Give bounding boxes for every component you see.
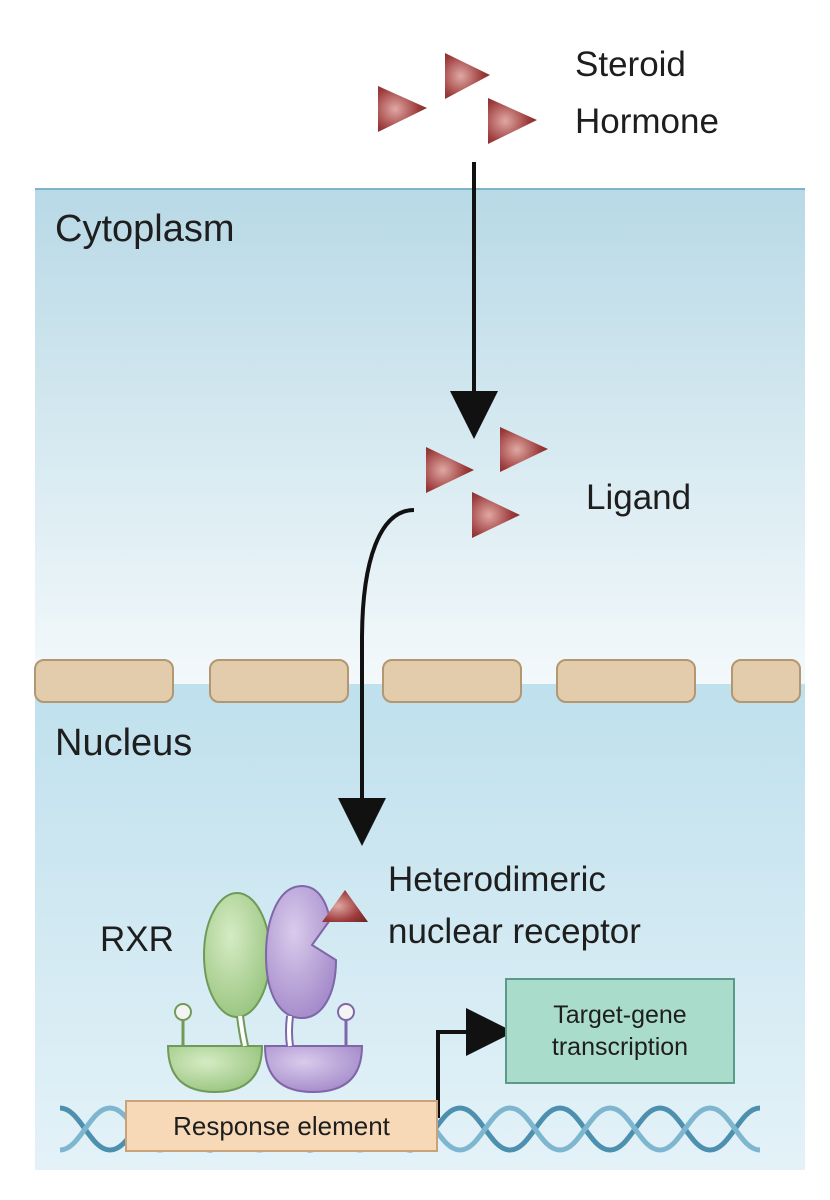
nuclear-import-arrow (338, 508, 415, 846)
rxr-ligand-binding-domain (203, 892, 271, 1018)
nuclear-pore-block (382, 659, 522, 703)
steroid-label: Steroid (575, 45, 686, 84)
ligand-triangle (472, 492, 520, 538)
rxr-hinge-core (238, 1015, 247, 1047)
target-gene-line2: transcription (551, 1033, 689, 1061)
target-gene-transcription-box: Target-gene transcription (505, 978, 735, 1084)
partner-hinge-core (287, 1015, 292, 1047)
partner-dna-binding-domain (263, 1045, 364, 1094)
rxr-knob (174, 1003, 192, 1021)
nuclear-receptor-label: nuclear receptor (388, 912, 641, 951)
response-element-box: Response element (125, 1100, 438, 1152)
rxr-label: RXR (100, 920, 174, 959)
nuclear-pore-block (34, 659, 174, 703)
steroid-hormone-molecules (378, 53, 537, 144)
hormone-triangle (378, 86, 427, 132)
hormone-triangle (445, 53, 490, 99)
nuclear-pore-block (209, 659, 349, 703)
response-element-label: Response element (173, 1110, 390, 1141)
ligand-triangle (500, 427, 548, 472)
nuclear-envelope (34, 659, 801, 703)
nucleus-region (35, 684, 805, 1170)
hormone-triangle (488, 98, 537, 144)
ligand-label: Ligand (586, 478, 692, 517)
nucleus-label: Nucleus (55, 722, 193, 764)
partner-subunit (263, 884, 364, 1094)
transcription-start-arrow (436, 1008, 514, 1118)
nuclear-pore-block (556, 659, 696, 703)
ligand-molecules (426, 427, 548, 538)
rxr-dna-binding-domain (166, 1045, 264, 1094)
bound-ligand-triangle (322, 890, 368, 922)
heterodimeric-label: Heterodimeric (388, 860, 606, 899)
nuclear-pore-block (731, 659, 801, 703)
ligand-triangle (426, 447, 474, 493)
partner-ligand-binding-domain (264, 884, 338, 1020)
cytoplasm-region (35, 188, 805, 684)
target-gene-line1: Target-gene (553, 1000, 687, 1029)
hormone-label: Hormone (575, 102, 719, 141)
cytoplasm-label: Cytoplasm (55, 208, 235, 250)
rxr-subunit (166, 892, 271, 1094)
partner-knob (337, 1003, 355, 1021)
